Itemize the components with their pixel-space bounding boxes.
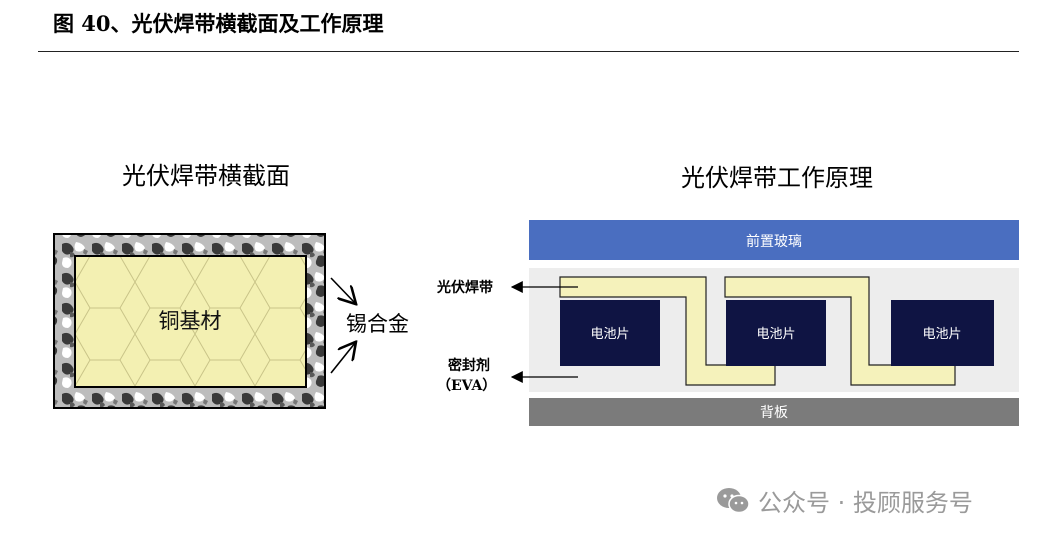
coating-pointer-arrows [330, 277, 355, 374]
copper-core-label: 铜基材 [159, 309, 222, 333]
working-principle-title: 光伏焊带工作原理 [681, 164, 873, 192]
cross-section-title: 光伏焊带横截面 [122, 162, 290, 190]
encapsulant-callout-label-1: 密封剂 [447, 357, 490, 374]
solar-cell-3 [891, 300, 994, 366]
solar-cell-1 [560, 300, 660, 366]
ribbon-callout-label: 光伏焊带 [436, 279, 493, 296]
back-sheet-layer [529, 398, 1019, 426]
figure-title: 图 40、光伏焊带横截面及工作原理 [53, 11, 384, 36]
tin-alloy-label: 锡合金 [346, 312, 409, 336]
wechat-icon [717, 487, 750, 513]
watermark-text: 公众号 · 投顾服务号 [758, 489, 973, 517]
solar-cell-2 [726, 300, 826, 366]
watermark: 公众号 · 投顾服务号 [716, 483, 973, 518]
solar-cell-2-label: 电池片 [756, 327, 795, 342]
front-glass-layer [529, 220, 1019, 260]
solar-cell-3-label: 电池片 [922, 327, 961, 342]
back-sheet-label: 背板 [760, 405, 788, 421]
ribbon-cross-section: 铜基材 [53, 233, 326, 409]
front-glass-label: 前置玻璃 [746, 233, 802, 250]
solar-cell-1-label: 电池片 [590, 327, 629, 342]
copper-hex-texture [76, 257, 305, 386]
solar-cells: 电池片 电池片 电池片 [560, 300, 994, 366]
solar-ribbon-path [559, 276, 956, 386]
title-rule [38, 51, 1019, 52]
encapsulant-callout-label-2: （EVA） [437, 378, 496, 394]
